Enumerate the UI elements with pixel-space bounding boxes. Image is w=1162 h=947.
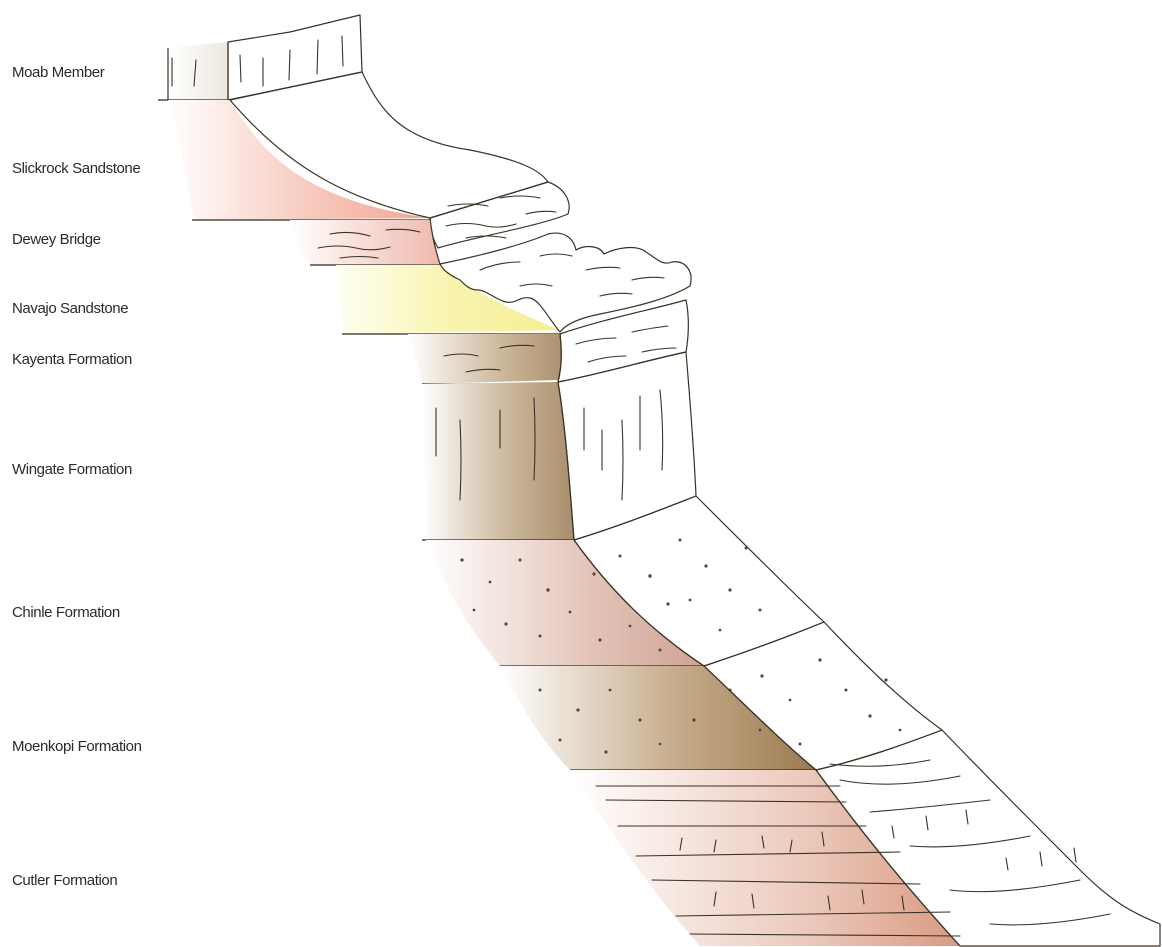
label-chinle-formation: Chinle Formation: [12, 604, 120, 621]
slickrock-texture: [446, 196, 556, 238]
navajo-back-face: [336, 265, 560, 334]
label-moab-member: Moab Member: [12, 64, 105, 81]
label-slickrock-sandstone: Slickrock Sandstone: [12, 160, 140, 177]
layer-labels: Moab Member Slickrock Sandstone Dewey Br…: [12, 64, 142, 889]
chinle-back-face: [426, 540, 704, 666]
moab-back-face: [168, 42, 228, 100]
wingate-back-face: [422, 382, 574, 540]
cutler-back-face: [570, 770, 960, 946]
label-dewey-bridge: Dewey Bridge: [12, 231, 101, 248]
slickrock-back-face: [168, 100, 430, 220]
navajo-texture: [480, 254, 664, 296]
label-moenkopi-formation: Moenkopi Formation: [12, 738, 142, 755]
label-kayenta-formation: Kayenta Formation: [12, 351, 132, 368]
kayenta-cliff-face: [558, 300, 688, 382]
label-wingate-formation: Wingate Formation: [12, 461, 132, 478]
label-cutler-formation: Cutler Formation: [12, 872, 117, 889]
moab-cliff-face: [228, 15, 362, 100]
moenkopi-back-face: [500, 666, 816, 770]
label-navajo-sandstone: Navajo Sandstone: [12, 300, 128, 317]
dewey-back-face: [290, 220, 440, 265]
kayenta-back-face: [408, 334, 561, 384]
wingate-cliff-face: [558, 352, 696, 540]
moab-member-layer: [158, 15, 362, 100]
slickrock-ledge: [430, 182, 569, 248]
dewey-bridge-layer: [290, 220, 440, 265]
